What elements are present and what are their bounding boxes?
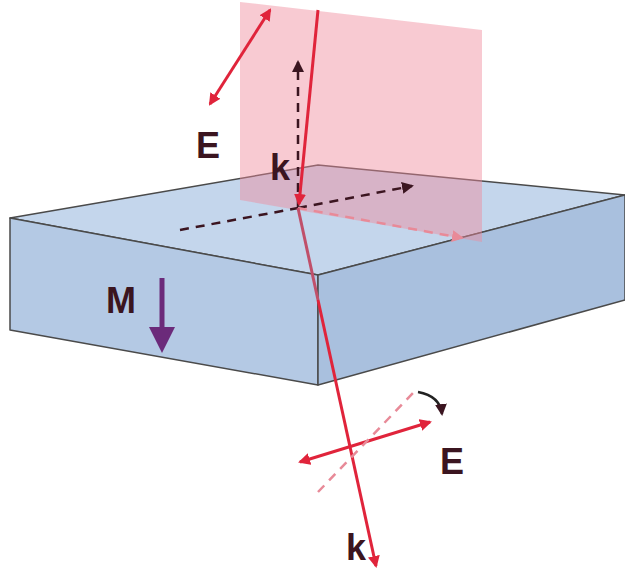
- surface-axis: [298, 186, 412, 208]
- initial-polarization: [318, 392, 414, 492]
- e-field-arrow: [210, 10, 270, 104]
- magnetization-label: M: [106, 283, 136, 319]
- e-field-label: E: [440, 444, 464, 480]
- incident-ray: [299, 10, 318, 204]
- normal-axis: [297, 62, 300, 208]
- e-field-label: E: [196, 128, 220, 164]
- wavevector-label: k: [270, 150, 290, 186]
- rotation-arrow: [418, 392, 442, 414]
- magnetization-arrow: [160, 278, 165, 340]
- incidence-plane: [240, 2, 482, 242]
- wavevector-label: k: [346, 530, 366, 566]
